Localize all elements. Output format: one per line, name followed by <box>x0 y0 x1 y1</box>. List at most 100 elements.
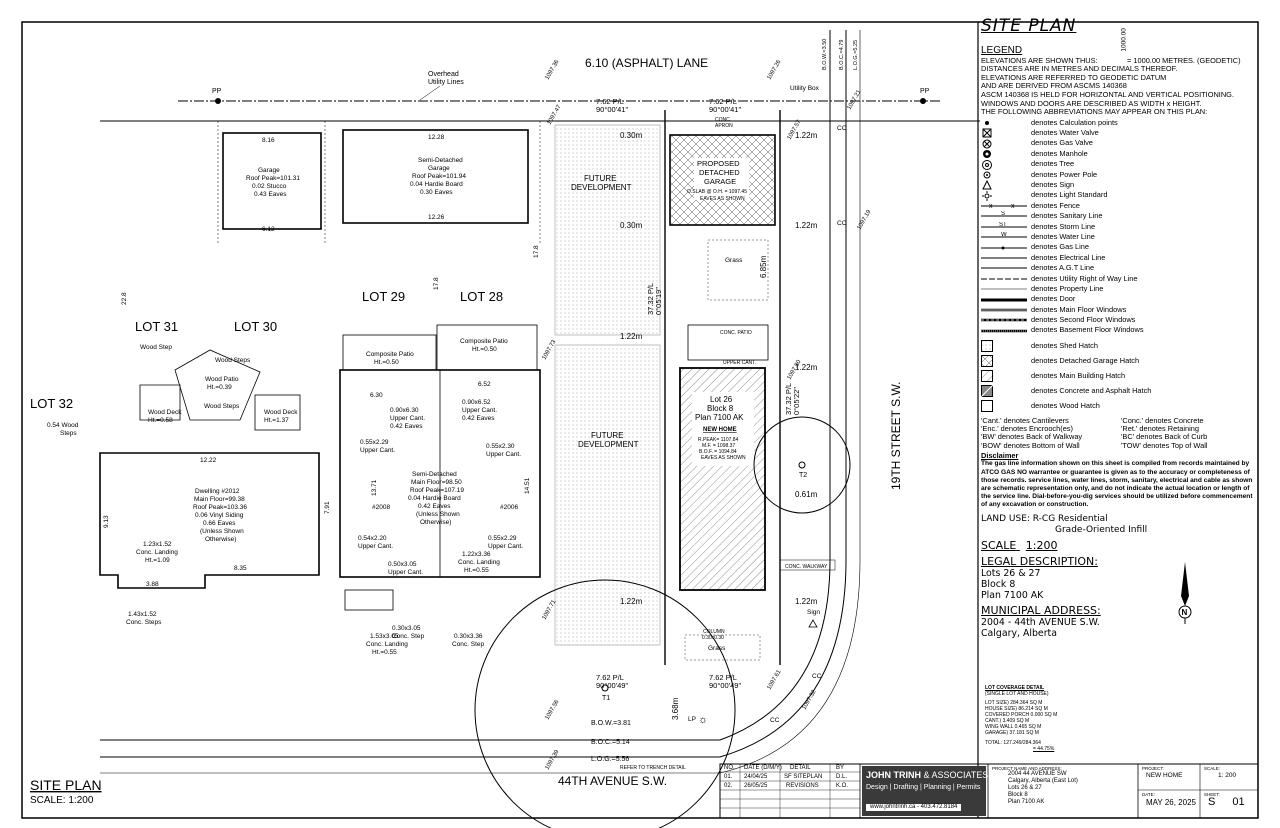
hatch-row: denotes Wood Hatch <box>981 399 1257 414</box>
municipal-title: MUNICIPAL ADDRESS: <box>981 603 1101 617</box>
lp-label: LP <box>688 716 696 723</box>
legend-row: denotes Basement Floor Windows <box>981 326 1257 336</box>
lot-28-label: LOT 28 <box>460 289 503 304</box>
sheet-letter: S <box>1208 796 1216 808</box>
concrete-hatch-icon <box>981 385 993 398</box>
pl-west: 37.32 P/L <box>646 283 655 315</box>
elev-shown: ELEVATIONS ARE SHOWN THUS: <box>981 55 1098 65</box>
landing-3b-label: Conc. Landing <box>366 641 408 648</box>
power-pole-icon <box>215 98 221 104</box>
rev-row-1-no: 01. <box>724 774 733 780</box>
tree-icon <box>601 684 609 692</box>
hatch-row: denotes Detached Garage Hatch <box>981 354 1257 369</box>
legend-text: denotes Calculation points <box>1031 117 1118 127</box>
tree-t2-canopy <box>753 416 851 514</box>
upper-5-label: 0.54x2.20 <box>358 535 387 542</box>
street-east-label: 19TH STREET S.W. <box>889 382 903 490</box>
dim-6-12: 6.12 <box>262 226 275 233</box>
setback-north-w: 0.30m <box>620 131 643 140</box>
elev-example-desc: = 1000.00 METRES. (GEODETIC) <box>1127 55 1241 65</box>
future-dev-2: DEVELOPMENT <box>571 183 632 192</box>
bearing-north-2: 90°00'41" <box>709 105 741 114</box>
semi-dwelling-label-7: Otherwise) <box>420 519 451 526</box>
tree-icon <box>982 159 992 170</box>
future-development-south <box>554 344 661 646</box>
elev: 1097.36 <box>545 59 561 81</box>
future-dev-4: DEVELOPMENT <box>578 440 639 449</box>
conc-walkway-label: CONC. WALKWAY <box>785 564 828 570</box>
legend-text: denotes Utility Right of Way Line <box>1031 273 1138 283</box>
garage-conc-2: APRON <box>715 123 733 129</box>
bearing-south: 90°00'49" <box>596 681 628 690</box>
project-line-1: 2004 44 AVENUE SW <box>1008 771 1067 777</box>
legend-text: denotes Water Line <box>1031 231 1095 241</box>
semi-garage-label-2: Garage <box>428 165 450 172</box>
legend-text: denotes Property Line <box>1031 283 1104 293</box>
sheet-title: SITE PLAN <box>30 777 102 793</box>
land-use-value: R-CG Residential <box>1032 513 1108 524</box>
column-label-1: COLUMN <box>703 629 725 635</box>
rev-row-1-by: D.L. <box>836 774 848 780</box>
coverage-row: WING WALL 0.465 SQ M <box>985 724 1042 730</box>
project-line-2: Calgary, Alberta (East Lot) <box>1008 778 1078 784</box>
municipal-2: Calgary, Alberta <box>981 627 1057 639</box>
semi-garage-label-4: 0.04 Hardie Board <box>410 181 463 188</box>
upper-7b-label: Upper Cant. <box>488 543 523 550</box>
landing-1-label: 1.22x3.36 <box>462 551 491 558</box>
legend-list: denotes Calculation points denotes Water … <box>981 118 1257 336</box>
upper-3b-label: Upper Cant. <box>360 447 395 454</box>
bow-label: B.O.W.=3.81 <box>591 720 631 727</box>
step-3-label-1: 1.43x1.52 <box>128 611 157 618</box>
legend-title: LEGEND <box>981 44 1023 56</box>
legend-text: denotes Door <box>1031 294 1076 304</box>
dwelling-label-3: Roof Peak=103.36 <box>193 504 247 511</box>
legend-text: denotes Main Floor Windows <box>1031 304 1127 314</box>
setback-south-w: 1.22m <box>620 597 643 606</box>
land-use-value-2: Grade-Oriented Infill <box>1055 524 1148 535</box>
dot-icon <box>985 120 989 125</box>
future-development-north <box>554 124 661 336</box>
project-name-label: PROJECT: <box>1142 766 1164 771</box>
address-2008: #2008 <box>372 504 390 511</box>
hatch-list: denotes Shed Hatch denotes Detached Gara… <box>981 339 1257 414</box>
pp-label: PP <box>920 88 930 95</box>
tree-t1-label: T1 <box>602 695 610 702</box>
garage-north <box>222 132 322 230</box>
legend-row: denotes Main Floor Windows <box>981 305 1257 315</box>
dim-3-68: 3.68m <box>671 697 680 720</box>
line-st-icon: ST <box>981 222 1027 228</box>
dim-6-30: 6.30 <box>370 392 383 399</box>
future-dev-3: FUTURE <box>591 431 623 440</box>
scale-label: SCALE: <box>1204 766 1221 771</box>
win1-icon <box>981 308 1027 312</box>
composite-patio-east <box>436 324 538 371</box>
sign-label: Sign <box>807 609 820 616</box>
legend-row: denotes Manhole <box>981 149 1257 159</box>
legend-text: denotes Gas Line <box>1031 242 1089 252</box>
garage-label-1: PROPOSED <box>697 159 740 168</box>
sheet-border <box>21 21 1259 819</box>
garage-hatch-icon <box>981 355 993 368</box>
legend-text: denotes Power Pole <box>1031 169 1098 179</box>
semi-dwelling-label-6: (Unless Shown <box>416 511 460 518</box>
garage-north-label-1: Garage <box>258 167 280 174</box>
garage-north-label-4: 0.43 Eaves <box>254 191 287 198</box>
garage-north-label-2: Roof Peak=101.31 <box>246 175 300 182</box>
legend-row: denotes Sign <box>981 180 1257 190</box>
legal-1: Lots 26 & 27 <box>981 567 1041 579</box>
garage-note-2: EAVES AS SHOWN <box>700 196 745 202</box>
garage-north-label-3: 0.02 Stucco <box>252 183 287 190</box>
dim-6-52: 6.52 <box>478 381 491 388</box>
circle-x-icon <box>982 139 992 149</box>
elev: 1097.21 <box>847 89 863 111</box>
comp-patio-2-label: Composite Patio <box>460 338 508 345</box>
lot26-label-3: Plan 7100 AK <box>695 413 744 422</box>
dim-12-26: 12.26 <box>428 214 445 221</box>
landing-3-label: 1.53x3.05 <box>370 633 399 640</box>
lot26-label-1: Lot 26 <box>710 395 733 404</box>
legal-title: LEGAL DESCRIPTION: <box>981 554 1098 568</box>
legend-text: denotes Basement Floor Windows <box>1031 325 1144 335</box>
building-hatch-icon <box>981 370 993 383</box>
landing-1c-label: Ht.=0.55 <box>464 567 489 574</box>
lot-30-label: LOT 30 <box>234 319 277 334</box>
